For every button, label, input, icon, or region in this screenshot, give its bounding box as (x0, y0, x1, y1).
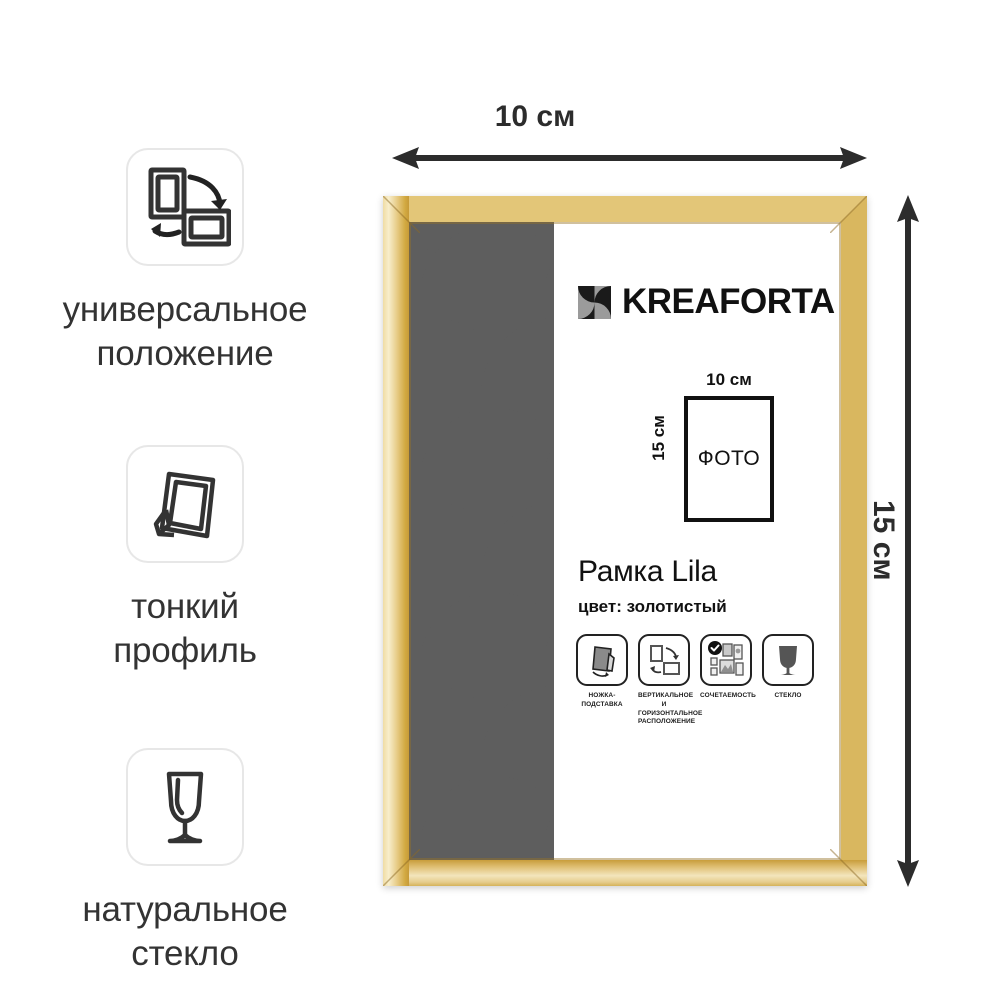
spec-easel-stand: НОЖКА- ПОДСТАВКА (576, 634, 628, 727)
frame-rotate-icon (126, 148, 244, 266)
brand-wordmark: KREAFORTA (622, 282, 835, 321)
feature-caption: тонкий профиль (113, 587, 257, 670)
frame-insert: KREAFORTA 10 см 15 см ФОТО Рамка Lila цв… (409, 222, 841, 860)
easel-stand-icon (576, 634, 628, 686)
photo-size-diagram: 10 см 15 см ФОТО (649, 370, 784, 530)
width-dimension-arrow (392, 147, 867, 169)
spec-caption: ВЕРТИКАЛЬНОЕ И ГОРИЗОНТАЛЬНОЕ РАСПОЛОЖЕН… (638, 692, 703, 726)
product-color-text: цвет: золотистый (578, 597, 727, 616)
spec-orientation: ВЕРТИКАЛЬНОЕ И ГОРИЗОНТАЛЬНОЕ РАСПОЛОЖЕН… (638, 634, 703, 727)
kreaforta-logo-icon (578, 285, 611, 319)
spec-icon-strip: НОЖКА- ПОДСТАВКА (576, 634, 814, 727)
spec-combinability: СОЧЕТАЕМОСТЬ (700, 634, 756, 727)
gallery-wall-icon (700, 634, 752, 686)
height-dimension-arrow (897, 195, 919, 887)
spec-caption: СТЕКЛО (774, 692, 802, 699)
feature-thin-profile: тонкий профиль (0, 445, 370, 673)
brand-lockup: KREAFORTA (578, 282, 835, 322)
photo-width-label: 10 см (706, 370, 752, 389)
product-label-panel: KREAFORTA 10 см 15 см ФОТО Рамка Lila цв… (554, 222, 841, 860)
frame-stand-icon (126, 445, 244, 563)
photo-height-label: 15 см (648, 415, 668, 461)
feature-natural-glass: натуральное стекло (0, 748, 370, 976)
wine-glass-icon (762, 634, 814, 686)
photo-frame: KREAFORTA 10 см 15 см ФОТО Рамка Lila цв… (383, 196, 867, 886)
product-title: Рамка Lila (578, 555, 717, 588)
feature-caption: универсальное положение (62, 290, 308, 373)
photo-placeholder-label: ФОТО (697, 447, 761, 470)
photo-placeholder-box: ФОТО (684, 396, 774, 522)
feature-caption: натуральное стекло (82, 890, 288, 973)
spec-caption: СОЧЕТАЕМОСТЬ (700, 692, 756, 699)
spec-caption: НОЖКА- ПОДСТАВКА (581, 692, 623, 708)
width-dimension-label: 10 см (494, 100, 576, 133)
spec-glass: СТЕКЛО (762, 634, 814, 727)
orientation-icon (638, 634, 690, 686)
decorative-pattern-panel (409, 222, 554, 860)
wine-glass-icon (126, 748, 244, 866)
feature-universal-position: универсальное положение (0, 148, 370, 376)
